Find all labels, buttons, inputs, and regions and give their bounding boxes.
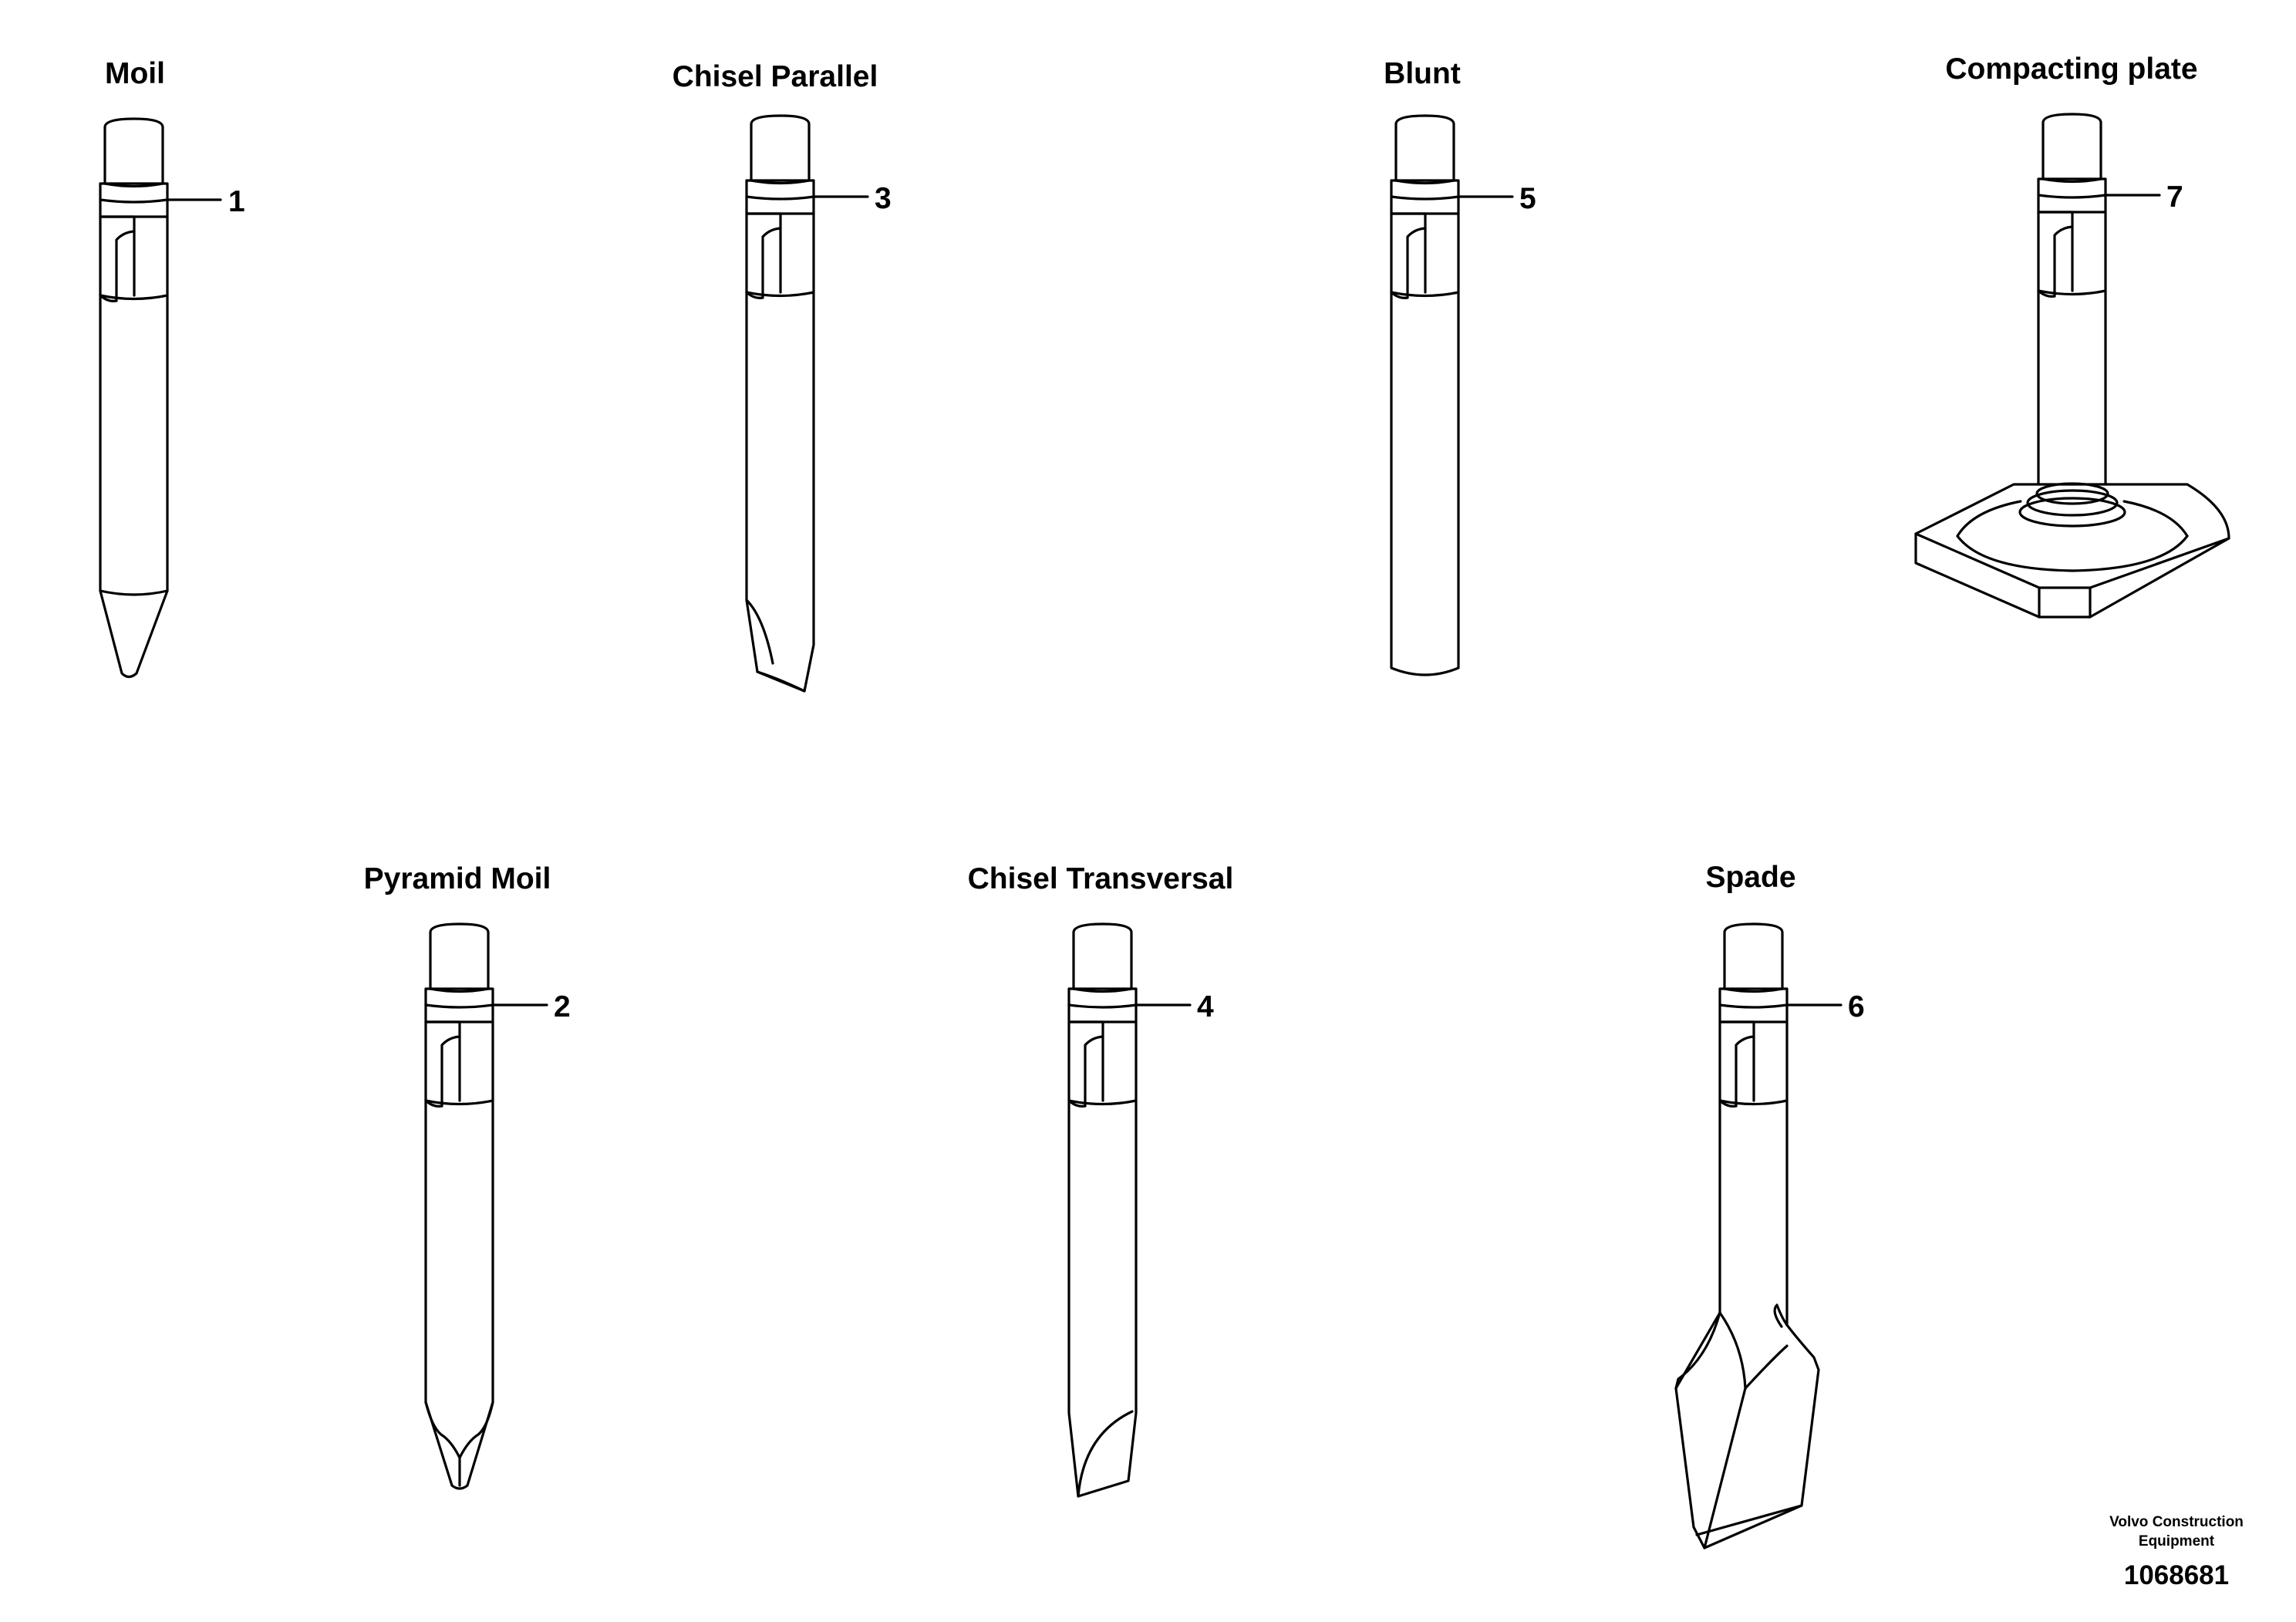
chisel-transversal-callout: 4 bbox=[1197, 990, 1214, 1023]
pyramid-moil-tool: Pyramid Moil 2 bbox=[364, 862, 571, 1490]
moil-title: Moil bbox=[105, 57, 165, 90]
document-number: 1068681 bbox=[2124, 1560, 2229, 1590]
brand-line-1: Volvo Construction bbox=[2109, 1514, 2244, 1530]
compacting-plate-title: Compacting plate bbox=[1945, 52, 2197, 86]
pyramid-moil-callout: 2 bbox=[554, 990, 571, 1023]
compacting-plate-callout: 7 bbox=[2166, 180, 2183, 214]
blunt-callout: 5 bbox=[1519, 182, 1536, 215]
blunt-title: Blunt bbox=[1384, 57, 1461, 90]
blunt-tool: Blunt 5 bbox=[1384, 57, 1536, 676]
spade-callout: 6 bbox=[1848, 990, 1865, 1023]
compacting-plate-tool: Compacting plate 7 bbox=[1914, 52, 2230, 619]
chisel-transversal-title: Chisel Transversal bbox=[968, 862, 1234, 895]
spade-title: Spade bbox=[1705, 861, 1795, 894]
moil-tool: Moil 1 bbox=[99, 57, 245, 679]
pyramid-moil-title: Pyramid Moil bbox=[364, 862, 551, 895]
brand-line-2: Equipment bbox=[2139, 1533, 2215, 1549]
chisel-parallel-title: Chisel Parallel bbox=[673, 60, 878, 93]
moil-callout: 1 bbox=[228, 185, 245, 218]
chisel-parallel-callout: 3 bbox=[875, 182, 892, 215]
chisel-transversal-tool: Chisel Transversal 4 bbox=[968, 862, 1234, 1498]
spade-tool: Spade 6 bbox=[1674, 861, 1865, 1549]
drawing-footer: Volvo Construction Equipment 1068681 bbox=[2109, 1514, 2244, 1590]
chisel-parallel-tool: Chisel Parallel 3 bbox=[673, 60, 892, 693]
